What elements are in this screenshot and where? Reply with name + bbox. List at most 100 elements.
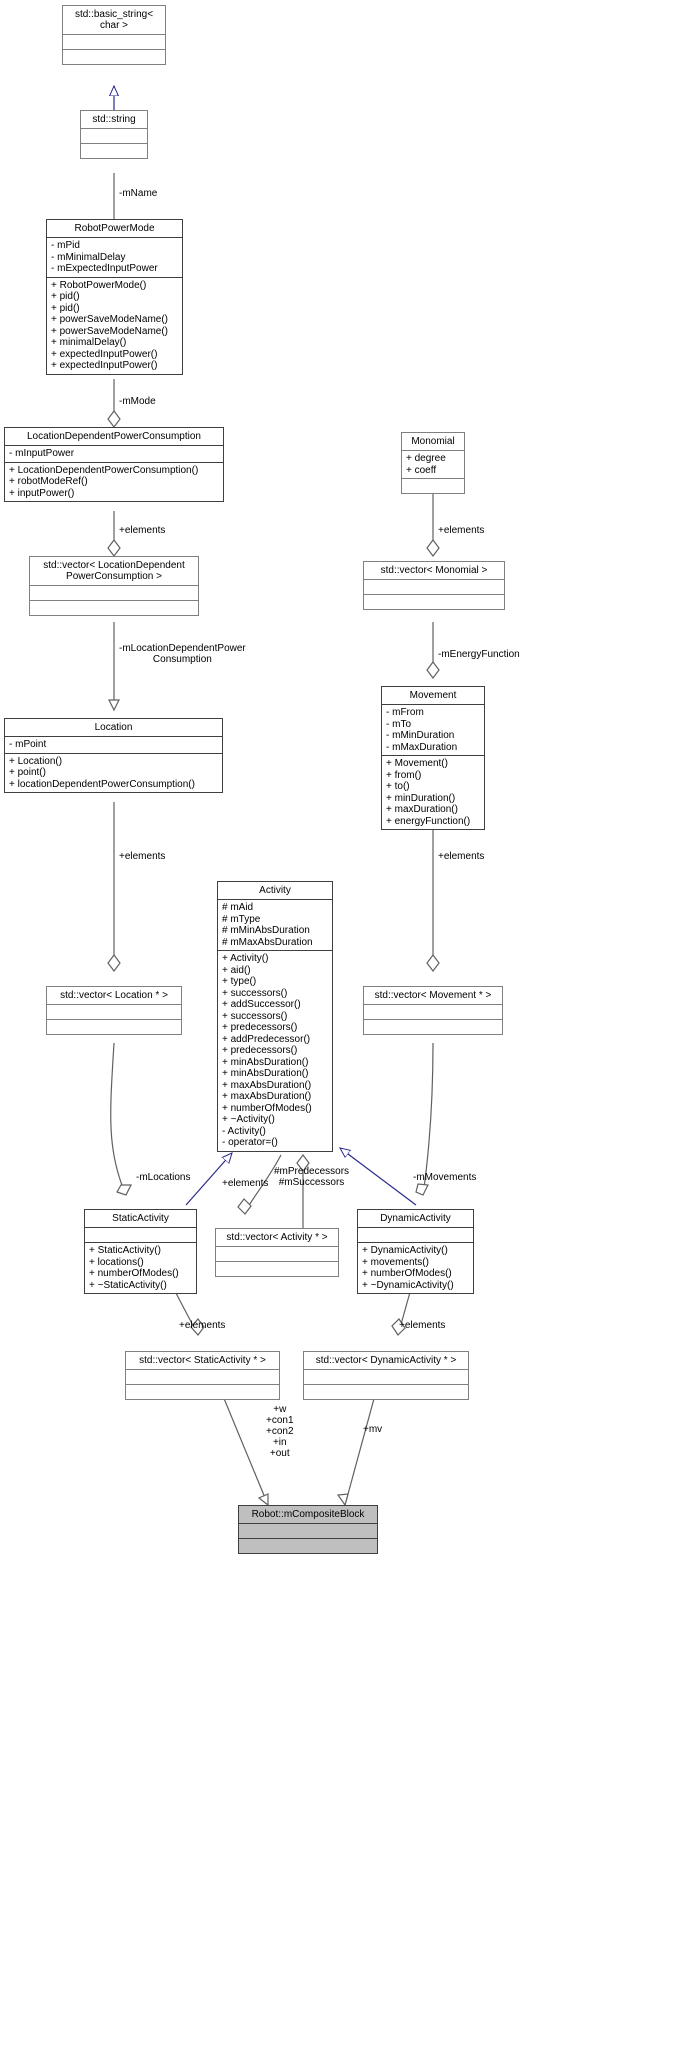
class-node-vector-location-ptr[interactable]: std::vector< Location * > bbox=[46, 986, 182, 1035]
method-row: + minAbsDuration() bbox=[222, 1056, 309, 1068]
class-title: RobotPowerMode bbox=[74, 223, 155, 234]
edge-label-in: +in bbox=[272, 1437, 287, 1448]
method-row: + locationDependentPowerConsumption() bbox=[9, 778, 195, 790]
attribute-row: - mMinDuration bbox=[386, 730, 455, 741]
divider bbox=[382, 755, 484, 756]
divider bbox=[126, 1369, 279, 1370]
method-row: + numberOfModes() bbox=[222, 1102, 312, 1114]
class-title: DynamicActivity bbox=[380, 1213, 451, 1224]
divider bbox=[5, 445, 223, 446]
divider bbox=[5, 752, 222, 754]
method-row: + inputPower() bbox=[9, 487, 75, 499]
class-node-location-dependent-power-consumption[interactable]: LocationDependentPowerConsumption - mInp… bbox=[4, 427, 224, 502]
attribute-row: + degree bbox=[406, 453, 446, 464]
method-row: + to() bbox=[386, 781, 410, 792]
method-row: + Location() bbox=[9, 755, 63, 767]
class-title: StaticActivity bbox=[112, 1213, 169, 1224]
attributes-compartment bbox=[239, 1524, 377, 1538]
method-row: + Activity() bbox=[222, 953, 269, 964]
edge-label-mname: -mName bbox=[119, 188, 158, 199]
edge-label-elements-location: +elements bbox=[119, 851, 166, 862]
method-row: + predecessors() bbox=[222, 1022, 298, 1033]
class-title: std::vector< Movement * > bbox=[374, 990, 492, 1001]
class-title: std::string bbox=[92, 114, 136, 125]
method-row: + addPredecessor() bbox=[222, 1033, 311, 1045]
attribute-row: - mMinimalDelay bbox=[51, 251, 126, 263]
method-row: + DynamicActivity() bbox=[362, 1245, 448, 1256]
divider bbox=[47, 1004, 181, 1005]
class-node-vector-dynamic-activity-ptr[interactable]: std::vector< DynamicActivity * > bbox=[303, 1351, 469, 1400]
class-node-vector-static-activity-ptr[interactable]: std::vector< StaticActivity * > bbox=[125, 1351, 280, 1400]
method-row: + numberOfModes() bbox=[362, 1268, 452, 1279]
method-row: + pid() bbox=[51, 291, 80, 302]
methods-compartment: + LocationDependentPowerConsumption() + … bbox=[5, 463, 223, 502]
attribute-row: - mPoint bbox=[9, 739, 47, 750]
class-node-dynamic-activity[interactable]: DynamicActivity + DynamicActivity() + mo… bbox=[357, 1209, 474, 1294]
divider bbox=[218, 950, 332, 951]
class-node-vector-monomial[interactable]: std::vector< Monomial > bbox=[363, 561, 505, 610]
class-title: Location bbox=[94, 722, 133, 733]
method-row: + ~StaticActivity() bbox=[89, 1279, 167, 1291]
class-title: Activity bbox=[259, 885, 291, 896]
method-row: + point() bbox=[9, 767, 46, 778]
attributes-compartment: # mAid # mType # mMinAbsDuration # mMaxA… bbox=[218, 900, 332, 950]
divider bbox=[81, 143, 147, 144]
class-node-location[interactable]: Location - mPoint + Location() + point()… bbox=[4, 718, 223, 793]
class-node-movement[interactable]: Movement - mFrom - mTo - mMinDuration - … bbox=[381, 686, 485, 830]
edge-label-out: +out bbox=[269, 1448, 290, 1459]
methods-compartment bbox=[30, 601, 198, 615]
divider bbox=[239, 1538, 377, 1539]
attribute-row: # mType bbox=[222, 913, 261, 925]
methods-compartment: + RobotPowerMode() + pid() + pid() + pow… bbox=[47, 278, 182, 374]
methods-compartment bbox=[63, 50, 165, 64]
edge-label-mlocations: -mLocations bbox=[136, 1172, 191, 1183]
attribute-row: - mExpectedInputPower bbox=[51, 263, 158, 274]
divider bbox=[304, 1369, 468, 1370]
divider bbox=[382, 704, 484, 705]
edge-label-mlocationdependentpowerconsumption: -mLocationDependentPower Consumption bbox=[119, 643, 246, 665]
method-row: + addSuccessor() bbox=[222, 999, 301, 1010]
edge-label-mmode: -mMode bbox=[119, 396, 156, 407]
class-node-robot-power-mode[interactable]: RobotPowerMode - mPid - mMinimalDelay - … bbox=[46, 219, 183, 375]
attributes-compartment bbox=[30, 586, 198, 600]
class-node-basic-string[interactable]: std::basic_string<char > bbox=[62, 5, 166, 65]
attributes-compartment bbox=[304, 1370, 468, 1384]
divider bbox=[63, 49, 165, 50]
class-node-vector-movement-ptr[interactable]: std::vector< Movement * > bbox=[363, 986, 503, 1035]
attributes-compartment: - mPid - mMinimalDelay - mExpectedInputP… bbox=[47, 238, 182, 277]
method-row: - Activity() bbox=[222, 1125, 266, 1137]
methods-compartment bbox=[47, 1020, 181, 1034]
method-row: + powerSaveModeName() bbox=[51, 314, 168, 325]
methods-compartment: + DynamicActivity() + movements() + numb… bbox=[358, 1243, 473, 1293]
edge-label-line-1: #mPredecessors bbox=[274, 1166, 350, 1177]
class-title: Robot::mCompositeBlock bbox=[251, 1509, 365, 1520]
class-title: std::vector< StaticActivity * > bbox=[139, 1355, 266, 1366]
class-node-std-string[interactable]: std::string bbox=[80, 110, 148, 159]
methods-compartment bbox=[402, 479, 464, 493]
method-row: + predecessors() bbox=[222, 1045, 298, 1056]
edge-label-menergyfunction: -mEnergyFunction bbox=[438, 649, 520, 660]
attribute-row: - mInputPower bbox=[9, 448, 75, 459]
edge-label-mv: +mv bbox=[363, 1424, 383, 1435]
class-node-static-activity[interactable]: StaticActivity + StaticActivity() + loca… bbox=[84, 1209, 197, 1294]
method-row: + locations() bbox=[89, 1256, 144, 1268]
attributes-compartment bbox=[364, 1005, 502, 1019]
method-row: - operator=() bbox=[222, 1137, 278, 1148]
class-node-activity[interactable]: Activity # mAid # mType # mMinAbsDuratio… bbox=[217, 881, 333, 1152]
class-node-robot-composite-block[interactable]: Robot::mCompositeBlock bbox=[238, 1505, 378, 1554]
methods-compartment: + Activity() + aid() + type() + successo… bbox=[218, 951, 332, 1151]
attributes-compartment bbox=[216, 1247, 338, 1261]
class-node-vector-activity-ptr[interactable]: std::vector< Activity * > bbox=[215, 1228, 339, 1277]
method-row: + energyFunction() bbox=[386, 815, 471, 827]
edge-label-composite-roles: +w +con1 +con2 +in +out bbox=[266, 1404, 294, 1459]
methods-compartment bbox=[304, 1385, 468, 1399]
attribute-row: # mMaxAbsDuration bbox=[222, 936, 313, 948]
attributes-compartment: - mInputPower bbox=[5, 446, 223, 462]
class-node-monomial[interactable]: Monomial + degree + coeff bbox=[401, 432, 465, 494]
method-row: + minAbsDuration() bbox=[222, 1068, 309, 1079]
method-row: + ~DynamicActivity() bbox=[362, 1279, 454, 1291]
attribute-row: # mAid bbox=[222, 902, 254, 913]
divider bbox=[358, 1242, 473, 1243]
attributes-compartment bbox=[126, 1370, 279, 1384]
